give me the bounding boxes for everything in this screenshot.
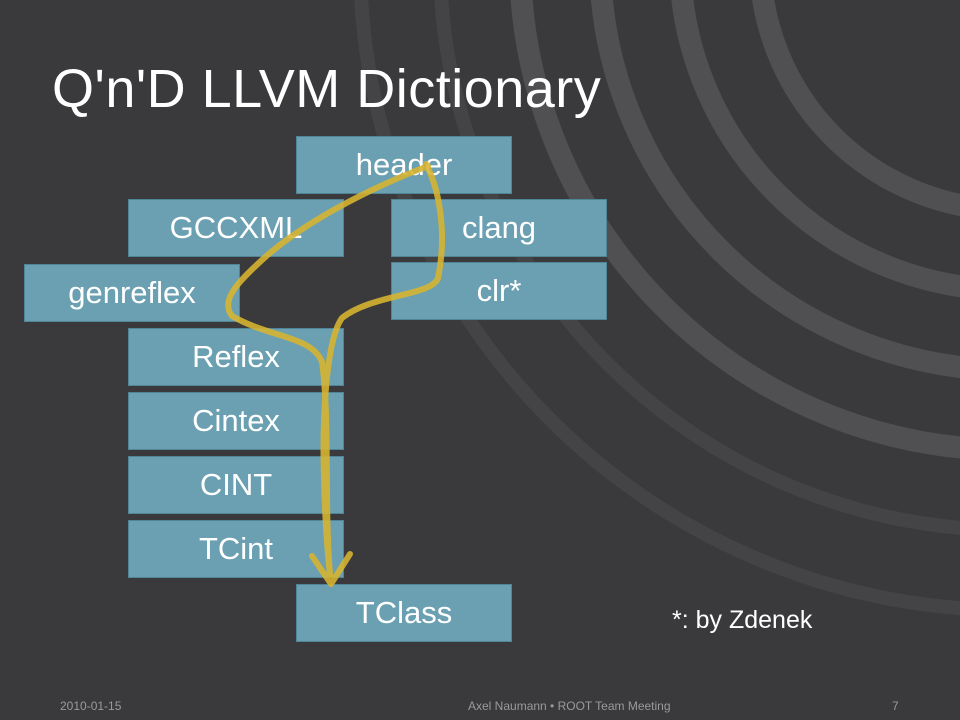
- node-reflex: Reflex: [128, 328, 344, 386]
- node-clang: clang: [391, 199, 607, 257]
- footer-date: 2010-01-15: [60, 699, 122, 713]
- footer-page-number: 7: [892, 699, 899, 713]
- node-header: header: [296, 136, 512, 194]
- node-cint: CINT: [128, 456, 344, 514]
- node-genreflex: genreflex: [24, 264, 240, 322]
- slide-title: Q'n'D LLVM Dictionary: [52, 59, 602, 119]
- node-tclass: TClass: [296, 584, 512, 642]
- node-gccxml: GCCXML: [128, 199, 344, 257]
- footnote-note: *: by Zdenek: [672, 606, 813, 634]
- node-clr: clr*: [391, 262, 607, 320]
- node-cintex: Cintex: [128, 392, 344, 450]
- node-tcint: TCint: [128, 520, 344, 578]
- footer-author-event: Axel Naumann • ROOT Team Meeting: [468, 699, 671, 713]
